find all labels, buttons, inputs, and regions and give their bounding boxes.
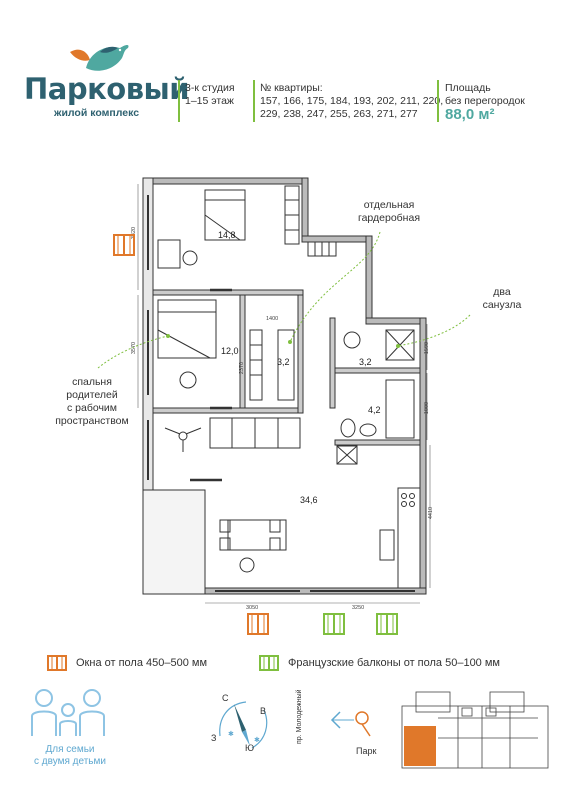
brand-name: Парковый: [24, 72, 190, 106]
balcony-legend-icon: [259, 655, 279, 671]
dining-table: [227, 519, 287, 551]
area-info: Площадь без перегородок 88,0 м²: [445, 82, 525, 123]
dimension: 1800: [424, 401, 431, 415]
apartment-type: 3-к студия 1–15 этаж: [185, 82, 235, 107]
legend-windows: Окна от пола 450–500 мм: [76, 657, 208, 669]
dimension: 3050: [246, 605, 259, 611]
dimension: 1590: [424, 341, 431, 355]
dimension: 3250: [352, 605, 365, 611]
street-label: пр. Молодежный: [296, 689, 303, 744]
balcony: [142, 489, 206, 595]
window-icon: [113, 234, 135, 256]
bed: [157, 299, 217, 359]
wall: [334, 367, 421, 374]
park-label: Парк: [356, 746, 377, 756]
wall: [301, 177, 309, 237]
sink: [359, 423, 377, 437]
wall: [419, 317, 427, 595]
room-area: 34,6: [300, 495, 318, 505]
family-icon: [31, 689, 105, 736]
fan: [178, 431, 188, 441]
divider: [178, 80, 180, 122]
compass-west: З: [211, 733, 217, 743]
wall: [142, 177, 309, 185]
bed: [204, 189, 246, 241]
callout-bathrooms: два санузла: [482, 286, 522, 311]
divider: [437, 80, 439, 122]
svg-text:✱: ✱: [254, 736, 260, 744]
apartment-numbers: № квартиры: 157, 166, 175, 184, 193, 202…: [260, 82, 444, 120]
room-area: 3,2: [359, 357, 372, 367]
family-caption: Для семьи с двумя детьми: [34, 744, 106, 767]
bathtub: [385, 379, 415, 439]
dimension: 2370: [239, 361, 246, 375]
bird-logo-icon: [70, 45, 129, 71]
chair: [179, 371, 197, 389]
wall: [365, 317, 427, 325]
compass-south: Ю: [245, 743, 255, 753]
divider: [253, 80, 255, 122]
french-balcony-icon: [376, 613, 398, 635]
wall: [239, 294, 246, 409]
room-area: 14,8: [218, 230, 236, 240]
compass-north: С: [222, 693, 229, 703]
legend-balconies: Французские балконы от пола 50–100 мм: [288, 657, 500, 669]
dimension: 4410: [428, 506, 435, 520]
wardrobe: [249, 329, 263, 401]
kitchen-counter: [397, 487, 421, 589]
bar-stool: [379, 529, 395, 561]
wardrobe: [277, 329, 295, 401]
desk: [157, 239, 181, 269]
window-icon: [247, 613, 269, 635]
wall: [334, 439, 421, 446]
callout-bedroom: спальня родителей с рабочим пространство…: [55, 376, 129, 427]
area-value: 88,0 м²: [445, 106, 495, 123]
dimension: 1400: [266, 316, 279, 322]
compass-icon: ✱ ✱: [219, 701, 268, 749]
toilet: [340, 418, 356, 438]
dimension: 3570: [131, 341, 138, 355]
apartment-highlight: [404, 726, 436, 766]
svg-text:✱: ✱: [228, 730, 234, 738]
callout-wardrobe: отдельная гардеробная: [357, 199, 421, 224]
compass-east: В: [260, 706, 267, 716]
wall: [365, 235, 373, 319]
building-location-map: [401, 691, 549, 769]
room-area: 12,0: [221, 346, 239, 356]
floor-plan: [97, 177, 471, 604]
room-area: 4,2: [368, 405, 381, 415]
room-area: 3,2: [277, 357, 290, 367]
brand-subtitle: жилой комплекс: [54, 107, 140, 119]
park-direction-icon: [330, 711, 371, 737]
wall: [329, 317, 336, 409]
window-legend-icon: [47, 655, 67, 671]
wall: [301, 235, 373, 243]
wall: [297, 294, 304, 414]
chair: [182, 250, 198, 266]
sink: [343, 331, 361, 349]
french-balcony-icon: [323, 613, 345, 635]
